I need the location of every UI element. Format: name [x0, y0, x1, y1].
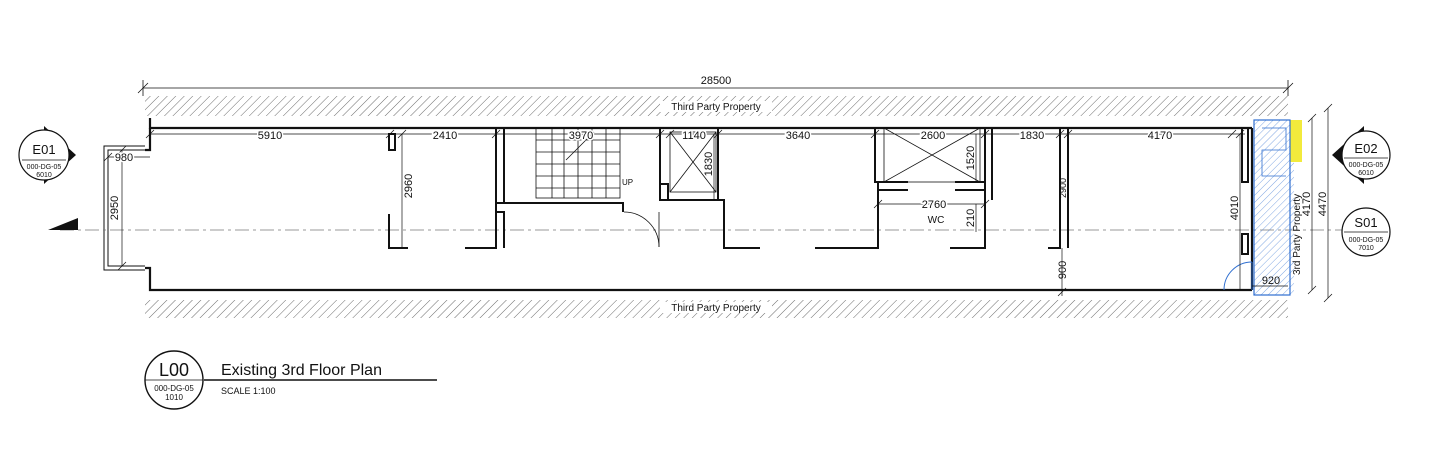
dim-1140: 1140 [682, 130, 706, 142]
title-block-tag: L00 [159, 360, 189, 380]
title-block-ref-view: 1010 [165, 393, 183, 402]
dim-920: 920 [1262, 275, 1280, 287]
dim-4170-b: 4170 [1301, 192, 1313, 216]
e01-ref-view: 6010 [36, 172, 52, 179]
e01-tag: E01 [32, 142, 55, 157]
right-boundary-label: 3rd Party Property [1292, 194, 1303, 275]
dim-4470: 4470 [1317, 192, 1329, 216]
bottom-boundary-label: Third Party Property [671, 303, 760, 314]
minor-dimensions [103, 103, 1333, 303]
wc-label: WC [928, 215, 945, 226]
dim-2960: 2960 [403, 174, 415, 198]
e02-tag: E02 [1354, 141, 1377, 156]
elevation-marker-e01 [18, 126, 76, 184]
e02-ref-sheet: 000-DG-05 [1349, 162, 1384, 169]
dim-2410: 2410 [433, 130, 457, 142]
dim-2900: 2900 [1058, 178, 1068, 198]
dim-2950: 2950 [109, 196, 121, 220]
front-bay-window [103, 145, 145, 271]
top-boundary-label: Third Party Property [671, 102, 760, 113]
drawing-scale: SCALE 1:100 [221, 386, 276, 396]
dimension-chain [145, 129, 1245, 139]
dim-900: 900 [1057, 261, 1069, 279]
e02-ref-view: 6010 [1358, 170, 1374, 177]
section-arrow-icon [48, 218, 78, 230]
dim-1520: 1520 [965, 146, 977, 170]
title-block [144, 350, 437, 410]
dim-4170-a: 4170 [1148, 130, 1172, 142]
rear-stair [1223, 119, 1302, 296]
title-block-ref-sheet: 000-DG-05 [154, 384, 194, 393]
dim-1830-b: 1830 [703, 152, 715, 176]
section-marker-s01 [1341, 207, 1391, 257]
door-swings [623, 211, 660, 248]
dim-2600: 2600 [921, 130, 945, 142]
dim-3970: 3970 [569, 130, 593, 142]
e01-ref-sheet: 000-DG-05 [27, 164, 62, 171]
dim-2760: 2760 [922, 199, 946, 211]
dim-5910: 5910 [258, 130, 282, 142]
elevation-marker-e02 [1332, 126, 1391, 184]
dim-1830-a: 1830 [1020, 130, 1044, 142]
s01-ref-sheet: 000-DG-05 [1349, 237, 1384, 244]
overall-dimension-label: 28500 [701, 75, 732, 87]
outer-walls [145, 118, 1254, 292]
boundary-hatching [145, 96, 1288, 318]
s01-ref-view: 7010 [1358, 245, 1374, 252]
dim-980: 980 [115, 152, 133, 164]
drawing-title: Existing 3rd Floor Plan [221, 362, 382, 379]
dim-210: 210 [965, 209, 977, 227]
stair [535, 127, 621, 199]
stair-up-label: UP [622, 178, 633, 187]
lift-shafts [669, 127, 981, 193]
s01-tag: S01 [1354, 215, 1377, 230]
dim-4010: 4010 [1229, 196, 1241, 220]
dim-3640: 3640 [786, 130, 810, 142]
overall-dimension [137, 80, 1294, 96]
internal-walls [388, 127, 1249, 255]
